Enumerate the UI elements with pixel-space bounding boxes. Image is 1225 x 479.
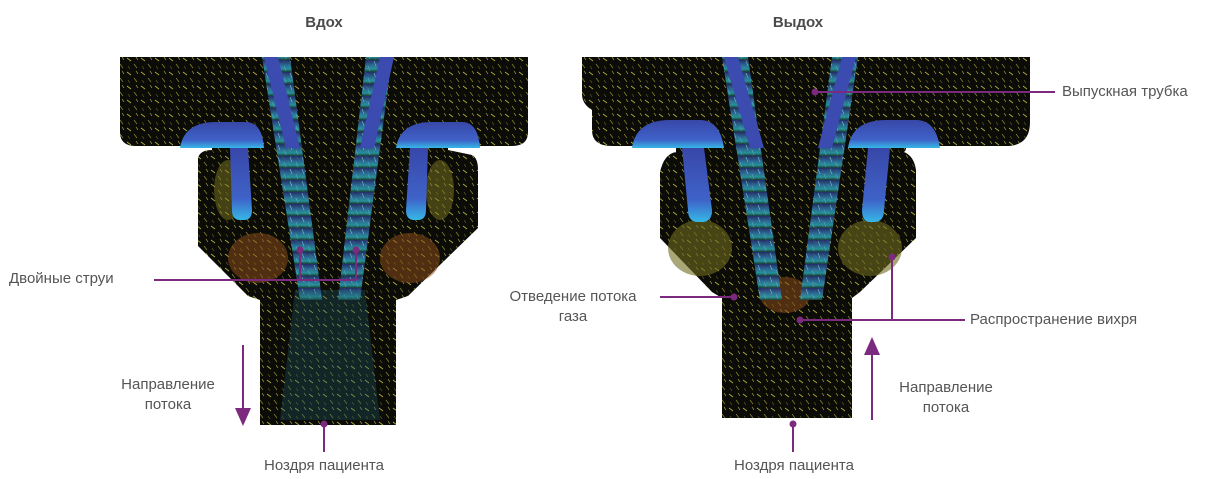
label-vortex-spread: Распространение вихря: [970, 310, 1137, 330]
label-flow-direction-left-line1: Направление: [108, 375, 228, 395]
label-gas-diversion: Отведение потока газа: [488, 287, 658, 327]
label-flow-direction-right: Направление потока: [886, 378, 1006, 418]
label-nostril-left: Ноздря пациента: [222, 456, 426, 476]
label-flow-direction-left: Направление потока: [108, 375, 228, 415]
label-flow-direction-right-line1: Направление: [886, 378, 1006, 398]
label-gas-diversion-line1: Отведение потока: [488, 287, 658, 307]
label-nostril-right: Ноздря пациента: [692, 456, 896, 476]
label-twin-jets: Двойные струи: [9, 269, 114, 289]
label-flow-direction-right-line2: потока: [886, 398, 1006, 418]
label-flow-direction-left-line2: потока: [108, 395, 228, 415]
label-exhaust-tube: Выпускная трубка: [1062, 82, 1188, 102]
inhale-merged-stream: [280, 290, 380, 420]
exhale-chamber: [582, 57, 1030, 418]
label-gas-diversion-line2: газа: [488, 307, 658, 327]
